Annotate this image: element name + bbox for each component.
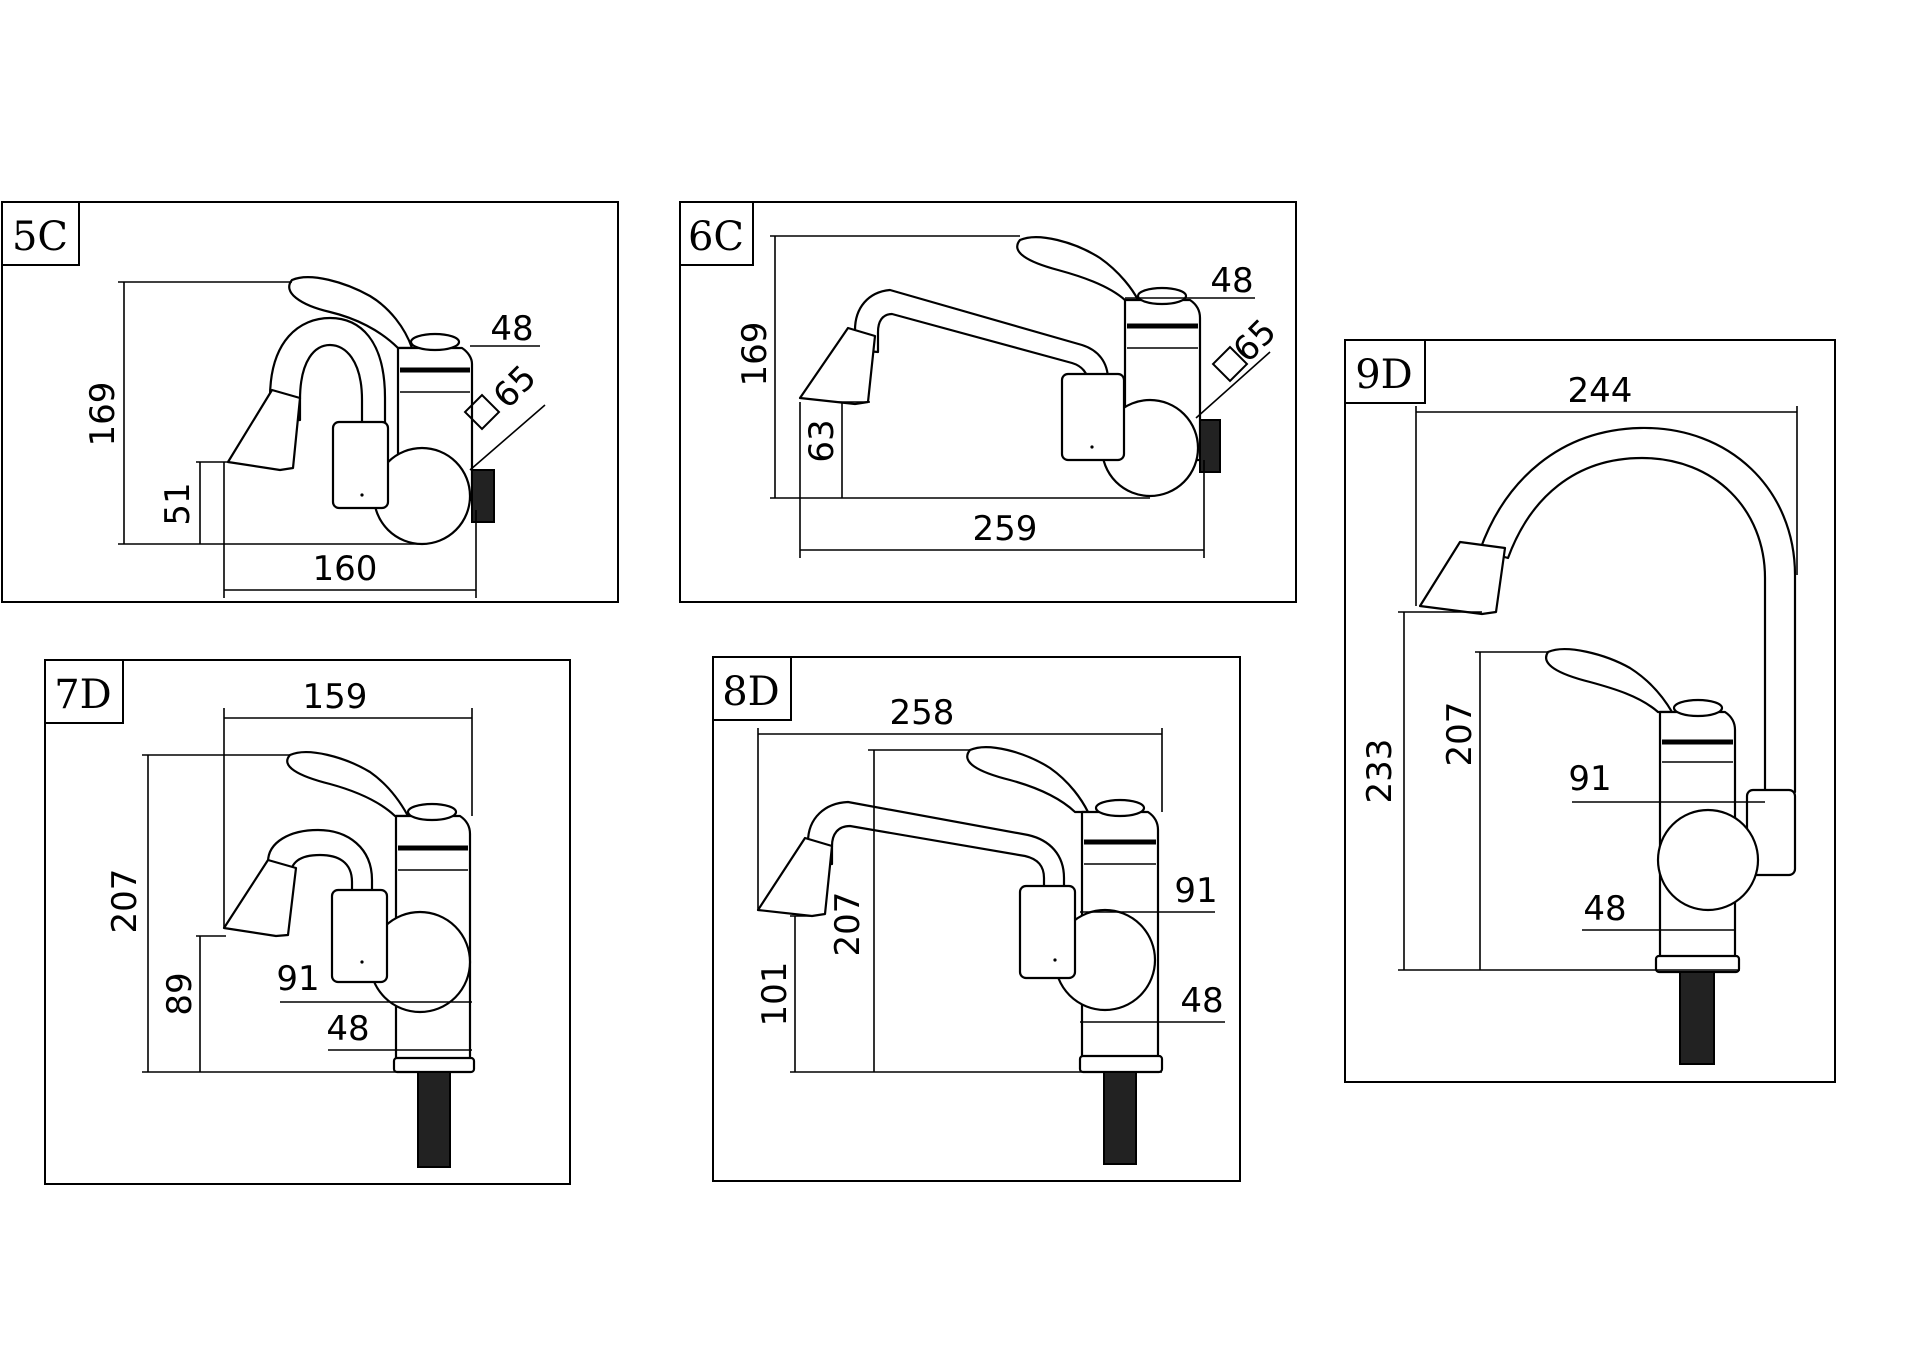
dim-8d-body: 48 bbox=[1180, 981, 1223, 1021]
panel-9d-tag bbox=[1344, 339, 1426, 404]
panel-5c-label: 5C bbox=[12, 214, 68, 260]
panel-8d-frame bbox=[712, 656, 1241, 1182]
dim-5c-depth: 160 bbox=[313, 549, 378, 589]
dimensions-9d: 244 233 207 91 48 bbox=[1360, 371, 1798, 971]
wall-thread bbox=[1199, 419, 1221, 473]
panel-5c-frame bbox=[1, 201, 619, 603]
dim-6c-spout: 63 bbox=[802, 419, 842, 462]
panel-8d-label: 8D bbox=[722, 669, 780, 715]
body-cap bbox=[1136, 286, 1188, 306]
wall-thread bbox=[471, 469, 495, 523]
panel-7d-frame bbox=[44, 659, 571, 1185]
spout-arc bbox=[266, 828, 374, 902]
dim-6c-height: 169 bbox=[735, 322, 775, 387]
faucet-5c-drawing bbox=[226, 276, 546, 546]
dim-9d-height: 233 bbox=[1360, 739, 1400, 804]
panel-7d-label: 7D bbox=[54, 672, 112, 718]
gooseneck-spout bbox=[1478, 426, 1797, 794]
panel-5c-tag bbox=[1, 201, 80, 266]
body-cap bbox=[1094, 798, 1146, 818]
mounting-thread bbox=[417, 1071, 451, 1168]
spout-nozzle bbox=[756, 836, 834, 918]
faucet-8d-drawing bbox=[756, 746, 1164, 1165]
spout-collar bbox=[1060, 372, 1126, 462]
spout-collar bbox=[331, 420, 390, 510]
mounting-thread bbox=[1103, 1071, 1137, 1165]
dimensions-7d: 159 207 89 91 48 bbox=[105, 677, 473, 1073]
body-cap bbox=[406, 802, 458, 822]
dim-5c-body: 48 bbox=[490, 309, 533, 349]
dim-6c-depth: 259 bbox=[973, 509, 1038, 549]
dimensions-8d: 258 207 101 91 48 bbox=[755, 693, 1225, 1073]
faucet-6c-drawing bbox=[798, 236, 1271, 498]
panel-7d-tag bbox=[44, 659, 124, 724]
panel-8d: 8D 258 207 bbox=[712, 656, 1241, 1182]
spout-nozzle bbox=[798, 326, 877, 406]
dim-7d-handle: 91 bbox=[276, 959, 319, 999]
spout-collar bbox=[330, 888, 389, 984]
handle-knob bbox=[1656, 808, 1760, 912]
dim-7d-reach: 159 bbox=[303, 677, 368, 717]
dim-9d-body-height: 207 bbox=[1440, 702, 1480, 767]
dim-9d-reach: 244 bbox=[1568, 371, 1633, 411]
panel-6c: 6C 169 63 bbox=[679, 201, 1297, 603]
panel-9d-label: 9D bbox=[1355, 352, 1413, 398]
dim-8d-height: 207 bbox=[828, 892, 868, 957]
dim-6c-body: 48 bbox=[1210, 261, 1253, 301]
dim-9d-handle: 91 bbox=[1568, 759, 1611, 799]
panel-6c-tag bbox=[679, 201, 754, 266]
faucet-7d-drawing bbox=[222, 751, 476, 1168]
dim-5c-height: 169 bbox=[83, 382, 123, 447]
base-ring bbox=[392, 1056, 476, 1074]
dim-8d-spout: 101 bbox=[755, 962, 795, 1027]
dim-7d-body: 48 bbox=[326, 1009, 369, 1049]
panel-7d: 7D 159 207 bbox=[44, 659, 571, 1185]
body-cap bbox=[1672, 698, 1724, 718]
dim-7d-height: 207 bbox=[105, 869, 145, 934]
panel-8d-tag bbox=[712, 656, 792, 721]
spout-nozzle bbox=[222, 858, 298, 938]
panel-9d: 9D 244 233 bbox=[1344, 339, 1836, 1083]
faucet-9d-drawing bbox=[1418, 426, 1797, 1065]
dim-9d-body: 48 bbox=[1583, 889, 1626, 929]
panel-6c-label: 6C bbox=[688, 214, 744, 260]
mounting-thread bbox=[1679, 971, 1715, 1065]
dim-8d-reach: 258 bbox=[890, 693, 955, 733]
spout-collar bbox=[1018, 884, 1077, 980]
dim-5c-spout: 51 bbox=[158, 482, 198, 525]
base-ring bbox=[1078, 1054, 1164, 1074]
panel-5c: 5C 169 bbox=[1, 201, 619, 603]
body-cap bbox=[409, 332, 461, 352]
dim-8d-handle: 91 bbox=[1174, 871, 1217, 911]
dim-7d-spout: 89 bbox=[160, 972, 200, 1015]
spout-nozzle bbox=[226, 388, 302, 472]
